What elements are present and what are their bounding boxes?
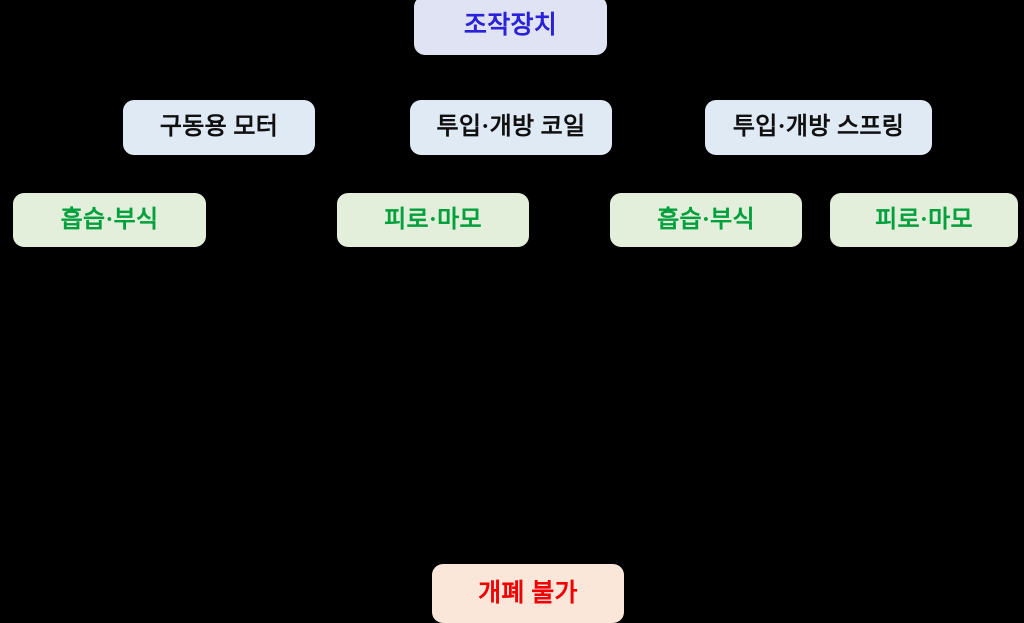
component-row-node: 투입·개방 스프링	[705, 100, 932, 155]
component-row-node: 구동용 모터	[123, 100, 315, 155]
failure-mode-row-node: 흡습·부식	[13, 193, 206, 247]
failure-mode-row-node: 흡습·부식	[610, 193, 802, 247]
control-device-node: 조작장치	[414, 0, 607, 55]
failure-mode-row-node: 피로·마모	[337, 193, 529, 247]
component-row-node: 투입·개방 코일	[410, 100, 612, 155]
outcome-row-node: 개폐 불가	[432, 564, 624, 623]
failure-mode-row-node: 피로·마모	[830, 193, 1018, 247]
